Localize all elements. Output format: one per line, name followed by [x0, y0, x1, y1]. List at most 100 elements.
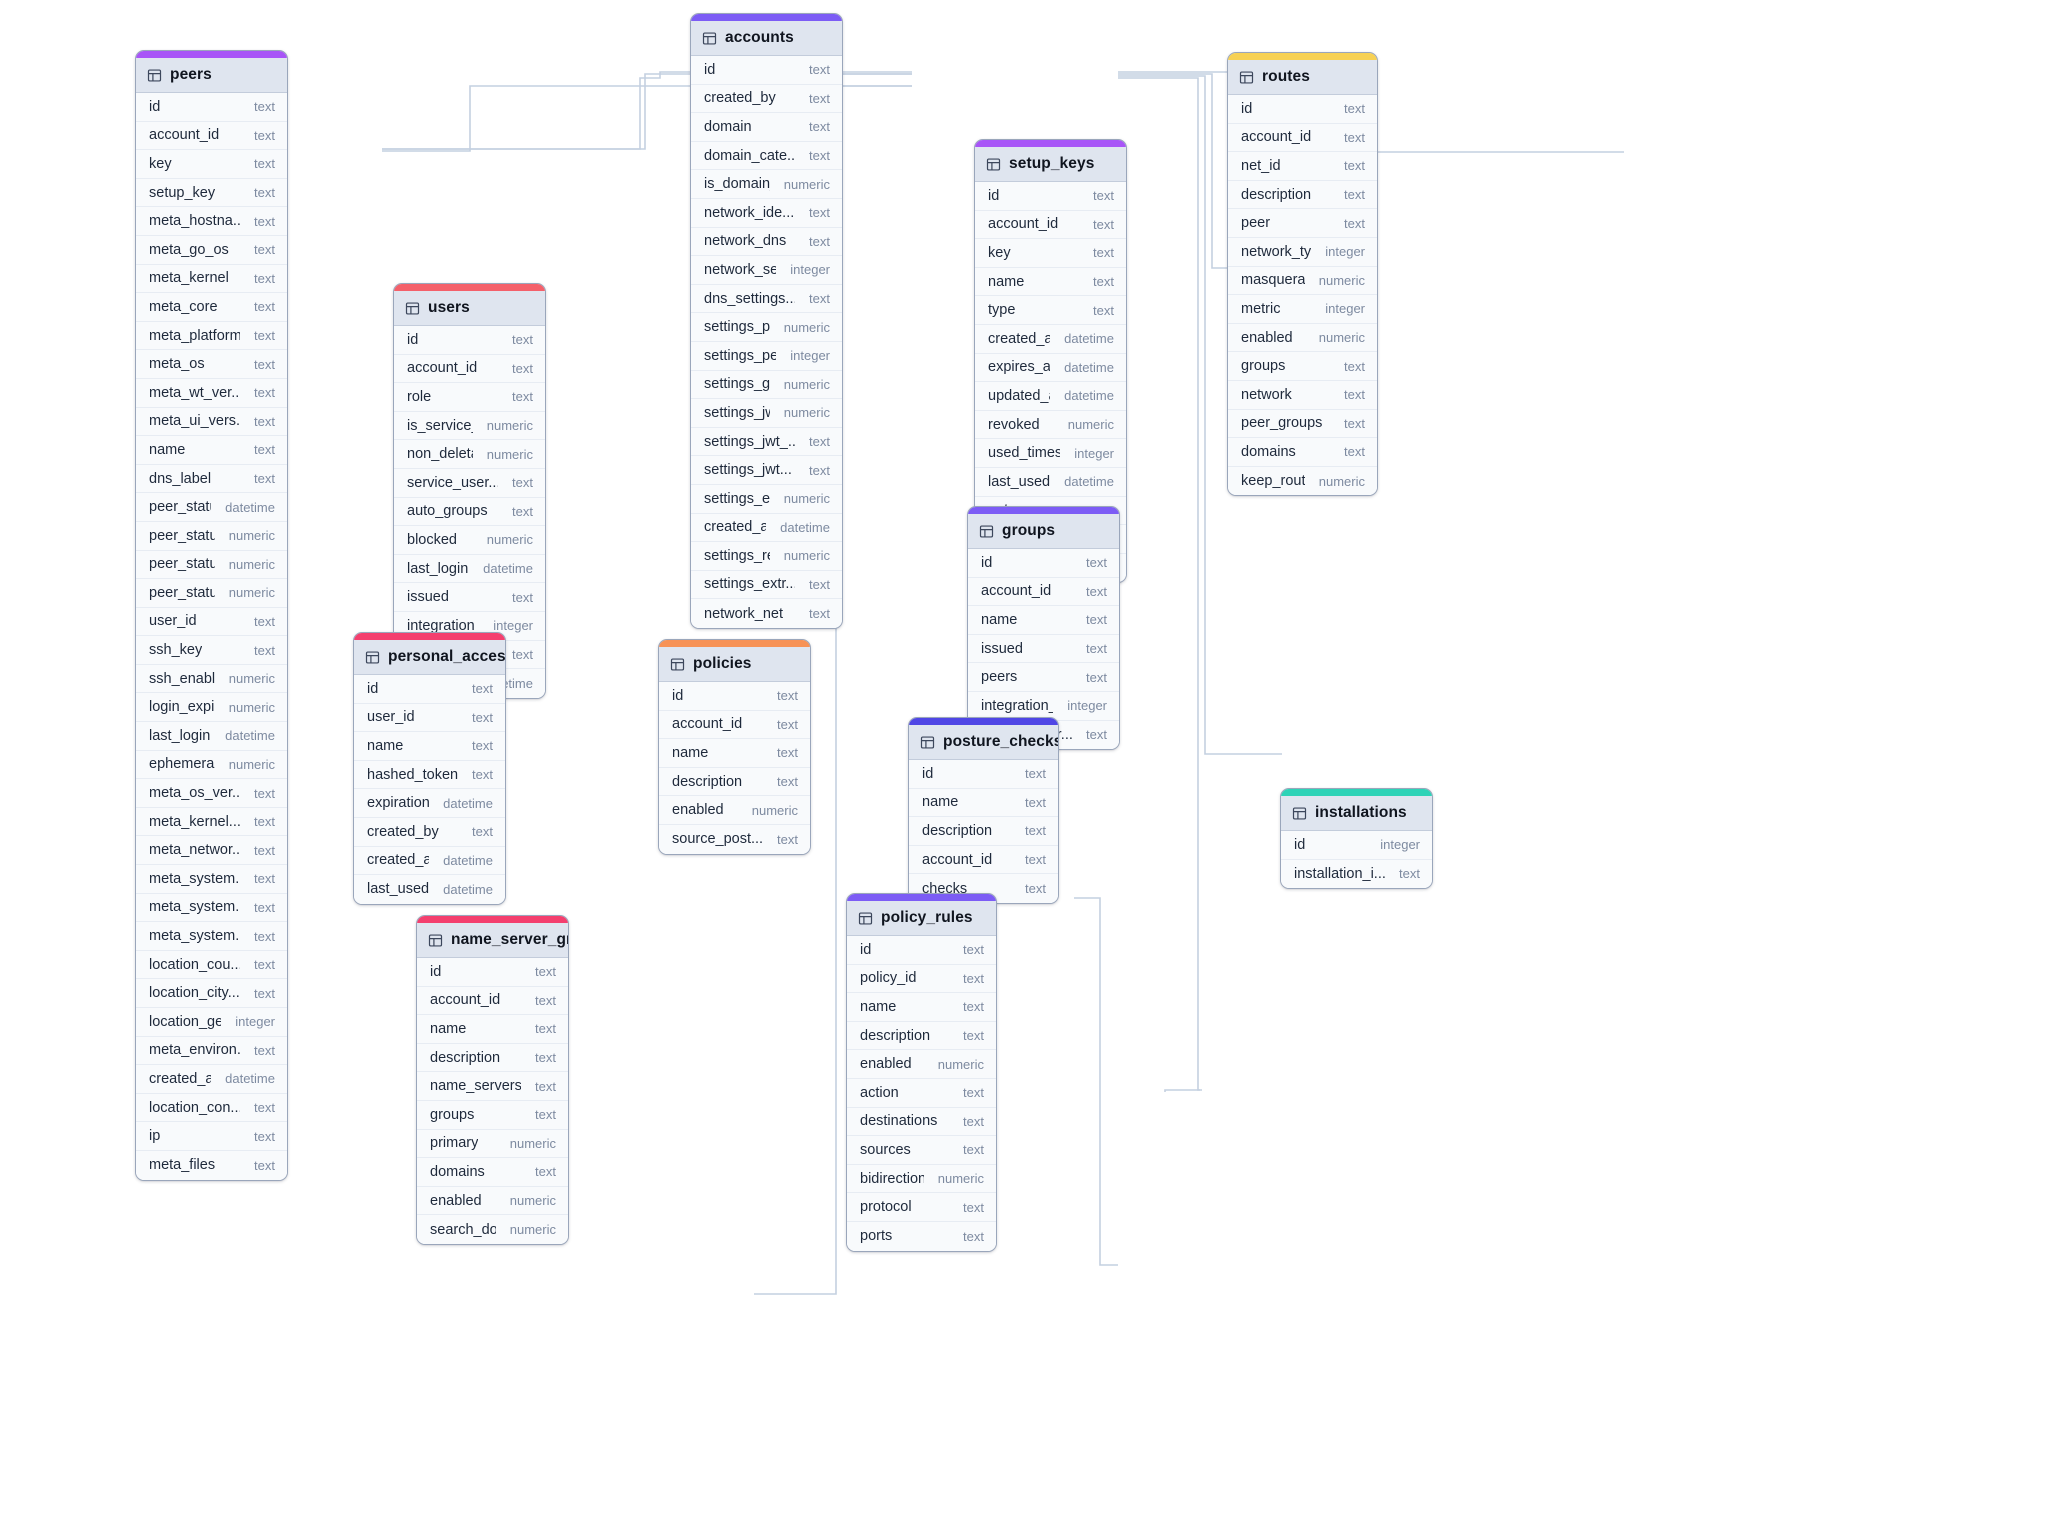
table-header[interactable]: policies [659, 647, 810, 682]
table-row-users-is_service_us[interactable]: is_service_us... numeric [394, 411, 545, 441]
table-row-policies-description[interactable]: description text [659, 767, 810, 797]
table-row-peers-location_city[interactable]: location_city... text [136, 979, 287, 1008]
table-row-personal_access_tokens-name[interactable]: name text [354, 732, 505, 761]
table-row-users-role[interactable]: role text [394, 383, 545, 412]
table-row-peers-meta_kernel[interactable]: meta_kernel... text [136, 807, 287, 837]
table-row-routes-masquerade[interactable]: masquerade numeric [1228, 266, 1377, 296]
table-row-accounts-network_ide[interactable]: network_ide... text [691, 198, 842, 228]
table-header[interactable]: policy_rules [847, 901, 996, 936]
table-row-setup_keys-revoked[interactable]: revoked numeric [975, 410, 1126, 440]
table-row-routes-domains[interactable]: domains text [1228, 438, 1377, 467]
table-row-accounts-settings_gro[interactable]: settings_gro... numeric [691, 370, 842, 400]
table-row-users-blocked[interactable]: blocked numeric [394, 526, 545, 555]
table-row-users-issued[interactable]: issued text [394, 583, 545, 612]
table-row-name_server_groups-enabled[interactable]: enabled numeric [417, 1186, 568, 1216]
table-node-name_server_groups[interactable]: name_server_groups id text account_id te… [416, 915, 569, 1245]
table-row-policy_rules-policy_id[interactable]: policy_id text [847, 964, 996, 994]
table-row-routes-peer[interactable]: peer text [1228, 209, 1377, 238]
table-header[interactable]: peers [136, 58, 287, 93]
table-header[interactable]: groups [968, 514, 1119, 549]
table-row-peers-created_at[interactable]: created_at datetime [136, 1065, 287, 1094]
table-header[interactable]: installations [1281, 796, 1432, 831]
table-row-policy_rules-description[interactable]: description text [847, 1021, 996, 1051]
table-node-installations[interactable]: installations id integer installation_i.… [1280, 788, 1433, 890]
table-row-groups-id[interactable]: id text [968, 549, 1119, 578]
table-row-personal_access_tokens-hashed_token[interactable]: hashed_token text [354, 760, 505, 790]
table-row-name_server_groups-search_doma[interactable]: search_doma... numeric [417, 1215, 568, 1244]
table-row-users-service_user[interactable]: service_user... text [394, 468, 545, 498]
table-row-policy_rules-id[interactable]: id text [847, 936, 996, 965]
table-header[interactable]: posture_checks [909, 725, 1058, 760]
table-row-peers-meta_go_os[interactable]: meta_go_os text [136, 235, 287, 265]
table-header[interactable]: personal_access_tokens [354, 640, 505, 675]
table-row-accounts-domain_cate[interactable]: domain_cate... text [691, 141, 842, 171]
table-row-peers-meta_os[interactable]: meta_os text [136, 350, 287, 379]
table-row-groups-issued[interactable]: issued text [968, 634, 1119, 664]
table-row-name_server_groups-name_servers[interactable]: name_servers text [417, 1072, 568, 1101]
table-row-accounts-network_dns[interactable]: network_dns text [691, 227, 842, 257]
table-row-posture_checks-id[interactable]: id text [909, 760, 1058, 789]
table-row-routes-network[interactable]: network text [1228, 380, 1377, 410]
table-row-personal_access_tokens-created_by[interactable]: created_by text [354, 817, 505, 847]
table-row-setup_keys-last_used[interactable]: last_used datetime [975, 467, 1126, 497]
table-row-groups-integration_r[interactable]: integration_r... integer [968, 691, 1119, 721]
table-row-routes-description[interactable]: description text [1228, 180, 1377, 210]
table-row-peers-meta_os_ver[interactable]: meta_os_ver... text [136, 779, 287, 808]
table-row-accounts-id[interactable]: id text [691, 56, 842, 85]
table-row-policy_rules-protocol[interactable]: protocol text [847, 1193, 996, 1222]
table-row-installations-installation_i[interactable]: installation_i... text [1281, 859, 1432, 889]
table-node-accounts[interactable]: accounts id text created_by text domain … [690, 13, 843, 629]
table-row-accounts-settings_jwt_[interactable]: settings_jwt_... numeric [691, 399, 842, 428]
table-row-peers-peer_status_[interactable]: peer_status_... numeric [136, 579, 287, 608]
table-row-peers-ssh_key[interactable]: ssh_key text [136, 636, 287, 665]
table-row-accounts-is_domain_pr[interactable]: is_domain_pr... numeric [691, 170, 842, 199]
table-row-routes-groups[interactable]: groups text [1228, 352, 1377, 381]
table-row-accounts-settings_extr[interactable]: settings_extr... numeric [691, 484, 842, 514]
table-row-routes-id[interactable]: id text [1228, 95, 1377, 124]
table-row-peers-login_expirati[interactable]: login_expirati... numeric [136, 693, 287, 723]
table-row-peers-peer_status_[interactable]: peer_status_... numeric [136, 521, 287, 551]
table-row-policies-source_post[interactable]: source_post... text [659, 824, 810, 854]
table-row-users-account_id[interactable]: account_id text [394, 354, 545, 384]
table-node-policy_rules[interactable]: policy_rules id text policy_id text name… [846, 893, 997, 1252]
table-row-setup_keys-updated_at[interactable]: updated_at datetime [975, 382, 1126, 411]
table-row-peers-meta_platform[interactable]: meta_platform text [136, 321, 287, 351]
table-row-peers-key[interactable]: key text [136, 150, 287, 179]
table-row-peers-last_login[interactable]: last_login datetime [136, 722, 287, 751]
table-row-peers-ip[interactable]: ip text [136, 1122, 287, 1151]
table-row-users-auto_groups[interactable]: auto_groups text [394, 497, 545, 527]
table-row-peers-location_cou[interactable]: location_cou... text [136, 950, 287, 980]
table-row-setup_keys-type[interactable]: type text [975, 296, 1126, 325]
table-row-peers-meta_ui_vers[interactable]: meta_ui_vers... text [136, 407, 287, 437]
table-row-name_server_groups-name[interactable]: name text [417, 1015, 568, 1044]
table-node-personal_access_tokens[interactable]: personal_access_tokens id text user_id t… [353, 632, 506, 905]
table-row-policies-name[interactable]: name text [659, 739, 810, 768]
table-row-accounts-created_at[interactable]: created_at datetime [691, 513, 842, 543]
table-row-routes-keep_route[interactable]: keep_route numeric [1228, 466, 1377, 496]
table-row-peers-peer_status_[interactable]: peer_status_... numeric [136, 550, 287, 580]
table-row-peers-meta_system[interactable]: meta_system... text [136, 922, 287, 951]
table-node-posture_checks[interactable]: posture_checks id text name text descrip… [908, 717, 1059, 904]
table-row-accounts-domain[interactable]: domain text [691, 113, 842, 142]
table-row-routes-account_id[interactable]: account_id text [1228, 123, 1377, 153]
table-row-peers-location_geo[interactable]: location_geo... integer [136, 1008, 287, 1037]
table-row-accounts-settings_jwt_[interactable]: settings_jwt_... text [691, 427, 842, 457]
table-row-setup_keys-used_times[interactable]: used_times integer [975, 439, 1126, 468]
table-row-routes-metric[interactable]: metric integer [1228, 295, 1377, 324]
table-row-personal_access_tokens-created_at[interactable]: created_at datetime [354, 846, 505, 876]
table-row-peers-meta_hostna[interactable]: meta_hostna... text [136, 207, 287, 236]
table-node-routes[interactable]: routes id text account_id text net_id te… [1227, 52, 1378, 497]
table-row-groups-peers[interactable]: peers text [968, 663, 1119, 692]
table-row-name_server_groups-groups[interactable]: groups text [417, 1100, 568, 1130]
table-row-policy_rules-sources[interactable]: sources text [847, 1136, 996, 1165]
table-row-accounts-network_net[interactable]: network_net text [691, 599, 842, 628]
table-row-routes-network_type[interactable]: network_type integer [1228, 237, 1377, 267]
table-row-setup_keys-created_at[interactable]: created_at datetime [975, 324, 1126, 354]
table-row-accounts-settings_pee[interactable]: settings_pee... numeric [691, 313, 842, 342]
table-row-personal_access_tokens-expiration_da[interactable]: expiration_da... datetime [354, 789, 505, 818]
table-row-routes-peer_groups[interactable]: peer_groups text [1228, 409, 1377, 439]
table-row-policies-account_id[interactable]: account_id text [659, 710, 810, 740]
table-row-setup_keys-id[interactable]: id text [975, 182, 1126, 211]
table-row-routes-enabled[interactable]: enabled numeric [1228, 323, 1377, 353]
table-header[interactable]: setup_keys [975, 147, 1126, 182]
